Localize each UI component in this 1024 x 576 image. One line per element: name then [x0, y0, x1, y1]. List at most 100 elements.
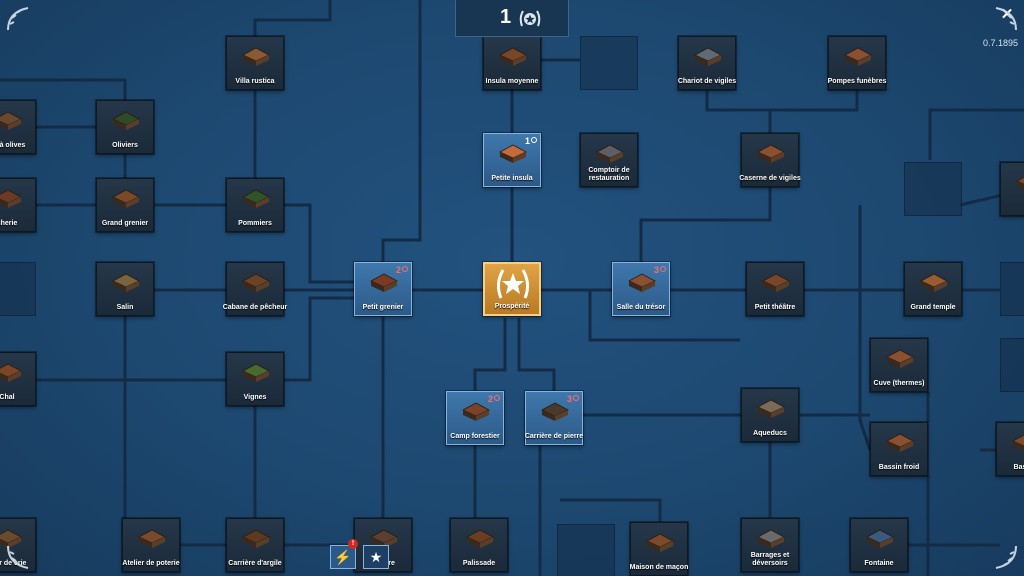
tech-node-insula-moyenne[interactable]: Insula moyenne	[483, 36, 541, 90]
building-icon	[242, 47, 270, 66]
building-icon	[694, 47, 722, 66]
prosperity-cost-badge: 2	[488, 394, 500, 404]
tech-node-label: Aqueducs	[753, 430, 787, 437]
cost-value: 1	[524, 136, 530, 146]
prosperity-count: 1	[500, 6, 512, 28]
tech-node-boucherie[interactable]: cherie	[0, 178, 36, 232]
tech-node-grand-temple[interactable]: Grand temple	[904, 262, 962, 316]
tech-node-empty-right-3	[1000, 338, 1024, 392]
tech-node-caserne-de-vigiles[interactable]: Caserne de vigiles	[739, 133, 801, 187]
tech-node-bassin-froid[interactable]: Bassin froid	[870, 422, 928, 476]
tech-node-carriere-d-argile[interactable]: Carrière d'argile	[226, 518, 284, 572]
tech-node-prosperite[interactable]: Prospérité	[483, 262, 541, 316]
tech-node-label: Prospérité	[494, 303, 530, 310]
tech-node-petit-theatre[interactable]: Petit théâtre	[746, 262, 804, 316]
building-icon	[596, 144, 624, 163]
tech-node-camp-forestier[interactable]: Camp forestier 2	[446, 391, 504, 445]
laurel-corner-icon	[995, 545, 1017, 569]
building-icon	[762, 273, 790, 292]
tech-node-label: Bassin froid	[878, 464, 920, 471]
tech-node-oliviers[interactable]: Oliviers	[96, 100, 154, 154]
tech-node-pommiers[interactable]: Pommiers	[226, 178, 284, 232]
tech-node-label: Oliviers	[112, 142, 138, 149]
building-icon	[1012, 434, 1024, 452]
building-icon	[886, 349, 914, 368]
building-icon	[499, 47, 527, 66]
tech-node-bassin-right[interactable]: Bassin	[996, 422, 1024, 476]
tech-node-label: Bassin	[1013, 464, 1024, 471]
building-icon	[0, 529, 22, 548]
building-icon	[844, 47, 872, 66]
tech-node-label: Petit grenier	[362, 304, 404, 311]
building-icon	[757, 529, 785, 548]
tech-node-label: Fontaine	[864, 560, 894, 567]
laurel-corner-icon	[7, 7, 29, 31]
tech-node-label: Chariot de vigiles	[677, 78, 737, 85]
building-icon	[886, 433, 914, 452]
tech-node-label: Caserne de vigiles	[739, 175, 801, 182]
prosperity-pip-icon	[660, 266, 666, 272]
tech-node-label: Insula moyenne	[485, 78, 539, 85]
building-icon	[0, 189, 22, 208]
tech-node-empty-bottom	[557, 524, 615, 576]
tech-node-maison-de-macon[interactable]: Maison de maçon	[630, 522, 688, 576]
building-icon	[112, 273, 140, 292]
prosperity-pip-icon	[573, 395, 579, 401]
prosperity-pip-icon	[402, 266, 408, 272]
building-icon	[1016, 176, 1024, 190]
tech-node-label: Camp forestier	[450, 433, 500, 440]
laurel-corner-icon	[995, 7, 1017, 31]
tech-node-chal[interactable]: Chal	[0, 352, 36, 406]
tech-node-aqueducs[interactable]: Aqueducs	[741, 388, 799, 442]
star-icon: ★	[369, 549, 383, 565]
tech-node-label: Pompes funèbres	[827, 78, 887, 85]
tech-node-label: Atelier de poterie	[122, 560, 180, 567]
tech-node-palissade[interactable]: Palissade	[450, 518, 508, 572]
prosperity-cost-badge: 1	[525, 136, 537, 146]
tech-node-vignes[interactable]: Vignes	[226, 352, 284, 406]
tech-node-pompes-funebres[interactable]: Pompes funèbres	[828, 36, 886, 90]
tech-node-pressoir-a-olives[interactable]: oir à olives	[0, 100, 36, 154]
tech-node-th-right[interactable]: Th	[1000, 162, 1024, 216]
tech-node-cabane-de-pecheur[interactable]: Cabane de pêcheur	[223, 262, 287, 316]
tech-node-label: Salin	[116, 304, 134, 311]
prosperity-cost-badge: 3	[567, 394, 579, 404]
tech-node-comptoir-de-restauration[interactable]: Comptoir de restauration	[580, 133, 638, 187]
tech-node-label: Vignes	[243, 394, 267, 401]
lightning-icon: ⚡	[334, 549, 352, 565]
tech-node-salin[interactable]: Salin	[96, 262, 154, 316]
tech-node-chariot-de-vigiles[interactable]: Chariot de vigiles	[678, 36, 736, 90]
tech-node-label: Grand temple	[910, 304, 956, 311]
building-icon	[462, 402, 490, 421]
tech-node-grand-grenier[interactable]: Grand grenier	[96, 178, 154, 232]
prosperity-badge-button[interactable]: ★	[363, 545, 389, 569]
building-icon	[242, 189, 270, 208]
tech-node-label: Carrière d'argile	[228, 560, 282, 567]
tech-node-fontaine[interactable]: Fontaine	[850, 518, 908, 572]
laurel-star-icon	[519, 10, 541, 27]
tech-node-villa-rustica[interactable]: Villa rustica	[226, 36, 284, 90]
prosperity-counter: 1	[455, 0, 569, 37]
prosperity-cost-badge: 3	[654, 265, 666, 275]
building-icon	[920, 273, 948, 292]
tech-node-cuve-thermes[interactable]: Cuve (thermes)	[870, 338, 928, 392]
building-icon	[866, 529, 894, 548]
cost-value: 3	[566, 394, 572, 404]
prosperity-pip-icon	[494, 395, 500, 401]
tech-node-label: Cuve (thermes)	[873, 380, 925, 387]
tech-node-label: Palissade	[462, 560, 496, 567]
building-icon	[646, 533, 674, 552]
tech-node-barrages-et-deversoirs[interactable]: Barrages et déversoirs	[741, 518, 799, 572]
building-icon	[541, 402, 569, 421]
tech-node-label: Maison de maçon	[629, 564, 689, 571]
tech-node-atelier-de-poterie[interactable]: Atelier de poterie	[122, 518, 180, 572]
tech-node-label: Comptoir de restauration	[588, 167, 630, 182]
lightning-button[interactable]: ⚡	[330, 545, 356, 569]
building-icon	[112, 189, 140, 208]
laurel-corner-icon	[7, 545, 29, 569]
